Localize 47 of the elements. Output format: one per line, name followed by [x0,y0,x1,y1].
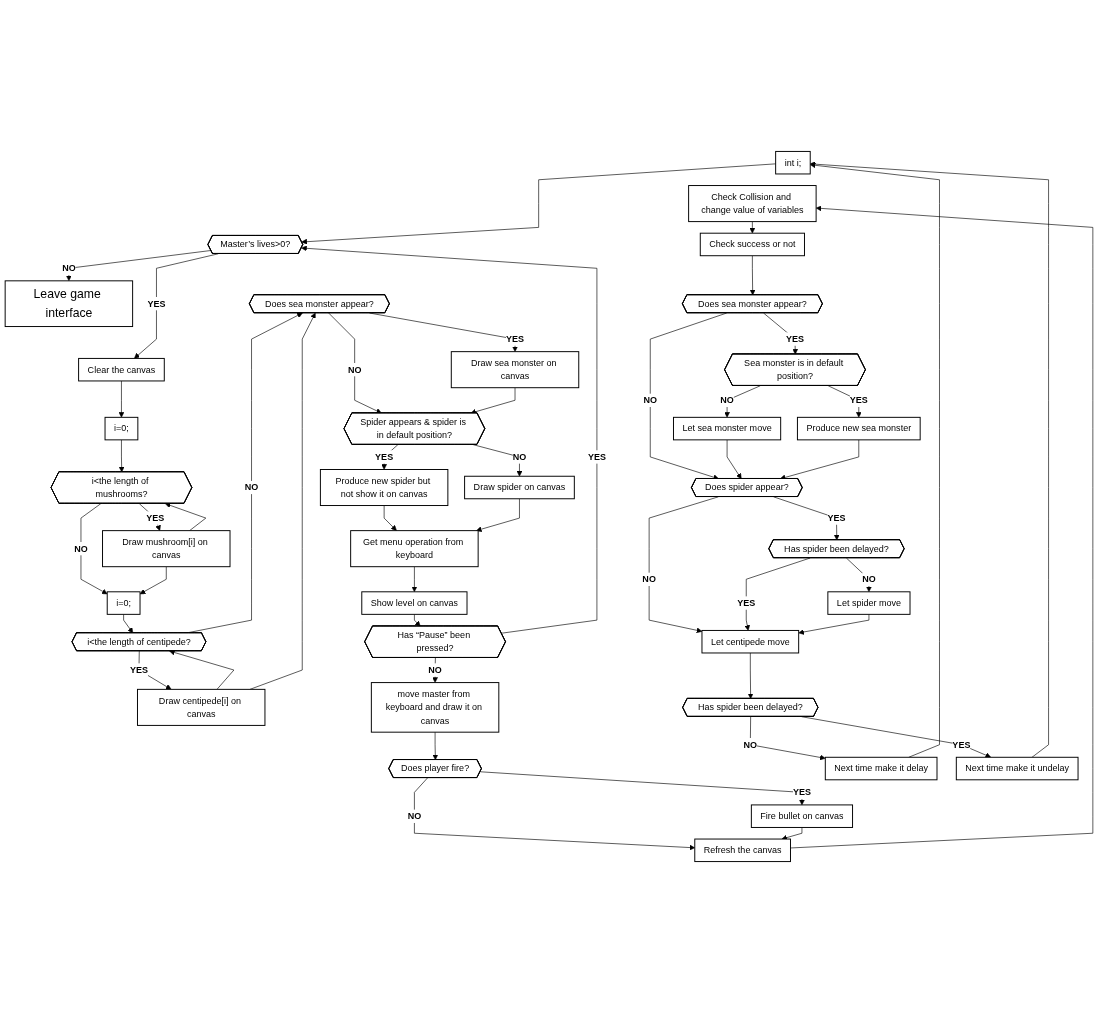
edge-label: YES [827,512,846,523]
node-box: Draw sea monster on canvas [450,351,580,389]
edge-label: NO [642,573,656,585]
node-box: Produce new sea monster [796,416,921,441]
edge-label: NO [347,364,362,375]
edge-label: YES [147,298,166,309]
node-box: Next time make it delay [824,756,938,781]
edge-label: YES [375,451,394,462]
edge-label: NO [62,262,76,274]
node-box: move master from keyboard and draw it on canvas [370,682,500,733]
edge-label: YES [785,333,804,344]
node-box: int i; [775,150,811,175]
node-box: Draw spider on canvas [464,475,575,500]
node-box: Next time make it undelay [955,756,1079,781]
edge-label: NO [743,739,758,750]
edge-label: NO [74,543,88,554]
edge-label: NO [428,664,442,675]
node-box: Let centipede move [701,629,800,654]
node-box: i=0; [104,416,139,441]
node-box: Fire bullet on canvas [750,804,854,828]
edge-label: YES [792,786,811,798]
edge-label: YES [737,597,756,608]
node-box: Show level on canvas [361,591,468,615]
node-box: Let sea monster move [673,416,782,441]
edge-label: NO [720,394,734,406]
edge-label: NO [643,394,658,406]
edge-label: NO [244,482,259,493]
edge-label: NO [862,573,876,585]
node-box: Get menu operation from keyboard [350,530,479,568]
edge-label: YES [146,512,165,523]
node-box: Let spider move [827,591,911,615]
edge-label: YES [129,664,148,675]
edge-label: YES [849,394,868,406]
node-box: Draw mushroom[i] on canvas [102,530,231,568]
edge-label: YES [506,333,525,344]
node-box: Check success or not [699,232,805,257]
node-box: Draw centipede[i] on canvas [137,688,266,726]
node-box: Check Collision and change value of variables [688,185,817,223]
edge-label: NO [407,810,422,822]
node-box: Clear the canvas [78,357,165,382]
edge-label: YES [587,451,606,462]
edge-label: YES [952,739,971,750]
node-box: Refresh the canvas [694,838,791,863]
node-box: i=0; [106,591,141,615]
node-box: Leave game interface [4,280,134,328]
node-box: Produce new spider but not show it on canvas [319,469,449,506]
edge-label: NO [512,451,527,462]
